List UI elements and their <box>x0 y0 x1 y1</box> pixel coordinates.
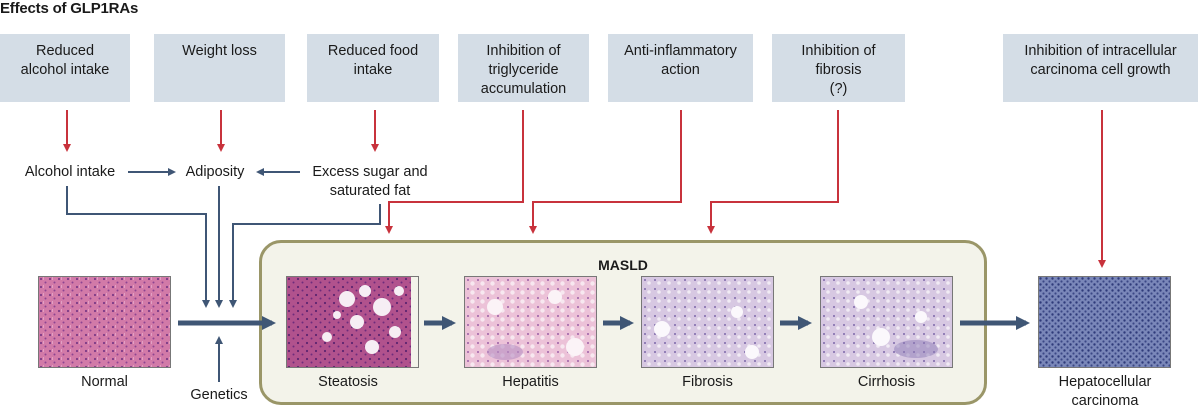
red-arrow-triglyceride <box>385 110 524 234</box>
stage-label-steatosis: Steatosis <box>318 374 378 390</box>
adiposity-label: Adiposity <box>185 164 245 180</box>
effect-label: Reduced food intake <box>327 43 419 78</box>
effect-box-reduced-alcohol-intake: Reduced alcohol intake <box>0 34 130 102</box>
effect-label: Inhibition of fibrosis (?) <box>801 43 876 97</box>
hepatitis-tissue-image <box>464 276 597 368</box>
effect-box-anti-inflammatory: Anti-inflammatory action <box>608 34 753 102</box>
effect-label: Inhibition of intracellular carcinoma ce… <box>1024 43 1177 78</box>
alcohol-intake-label: Alcohol intake <box>24 164 116 180</box>
effect-box-inhibition-triglyceride: Inhibition of triglyceride accumulation <box>458 34 589 102</box>
red-arrow-fibrosis <box>707 110 839 234</box>
effect-box-weight-loss: Weight loss <box>154 34 285 102</box>
figure-title: Effects of GLP1RAs <box>0 0 139 17</box>
cirrhosis-tissue-image <box>820 276 953 368</box>
effect-label: Anti-inflammatory action <box>624 43 737 78</box>
steatosis-tissue-image <box>286 276 419 368</box>
effect-label: Inhibition of triglyceride accumulation <box>480 43 567 97</box>
genetics-label: Genetics <box>190 387 248 403</box>
stage-label-hepatitis: Hepatitis <box>502 374 559 390</box>
stage-label-normal: Normal <box>81 374 128 390</box>
stage-label-fibrosis: Fibrosis <box>682 374 733 390</box>
excess-sugar-label: Excess sugar and saturated fat <box>312 164 428 199</box>
normal-tissue-image <box>38 276 171 368</box>
effect-box-reduced-food-intake: Reduced food intake <box>307 34 439 102</box>
effect-label: Weight loss <box>182 43 257 59</box>
effect-label: Reduced alcohol intake <box>20 43 110 78</box>
effect-box-inhibition-carcinoma: Inhibition of intracellular carcinoma ce… <box>1003 34 1198 102</box>
stage-label-hcc: Hepatocellular carcinoma <box>1058 374 1152 409</box>
stage-label-cirrhosis: Cirrhosis <box>857 374 916 390</box>
masld-title: MASLD <box>598 257 648 273</box>
fibrosis-tissue-image <box>641 276 774 368</box>
alcohol-down-arrow <box>66 186 210 308</box>
effect-box-inhibition-fibrosis: Inhibition of fibrosis (?) <box>772 34 905 102</box>
hcc-tissue-image <box>1038 276 1171 368</box>
sugar-down-arrow <box>229 204 381 308</box>
red-arrow-inflammatory <box>529 110 682 234</box>
